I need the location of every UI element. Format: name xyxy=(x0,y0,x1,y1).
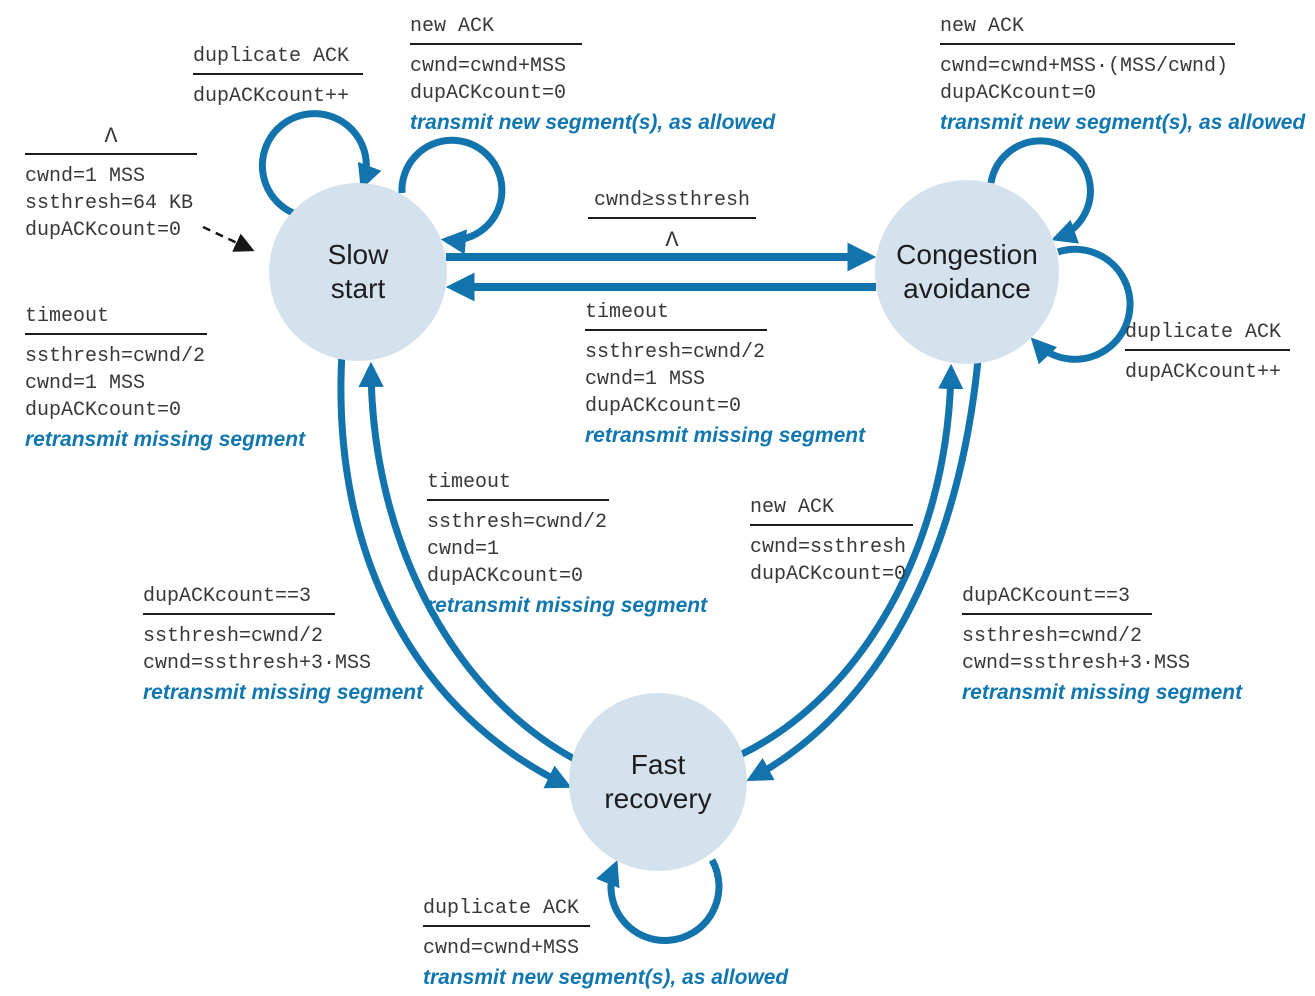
state-line: avoidance xyxy=(903,273,1031,304)
arrow-congestion-avoidance-to-fast-recovery xyxy=(746,359,982,782)
action-text: dupACKcount=0 xyxy=(25,219,182,242)
action-text: Λ xyxy=(665,228,679,253)
event-text: duplicate ACK xyxy=(193,46,363,75)
self-loop-congestion-avoidance-duplicate-ack xyxy=(1030,245,1134,365)
event-text: cwnd≥ssthresh xyxy=(588,190,756,219)
action-text: cwnd=ssthresh xyxy=(750,536,907,559)
label-cwnd-ge-ssthresh: cwnd≥ssthresh Λ xyxy=(588,190,756,254)
action-text: ssthresh=cwnd/2 xyxy=(25,345,206,368)
self-loop-congestion-avoidance-new-ack xyxy=(987,137,1094,244)
arrow-fast-recovery-to-slow-start xyxy=(358,361,582,766)
action-text: dupACKcount++ xyxy=(193,85,350,108)
action-text: ssthresh=64 KB xyxy=(25,192,194,215)
state-line: Fast xyxy=(630,749,686,780)
state-line: Slow xyxy=(327,239,389,270)
self-loop-slow-start-duplicate-ack xyxy=(258,110,382,217)
self-loop-slow-start-new-ack xyxy=(398,136,506,255)
state-circle-slow-start xyxy=(269,183,447,361)
label-ca-dupackcount3: dupACKcount==3 ssthresh=cwnd/2 cwnd=ssth… xyxy=(962,586,1243,706)
state-circle-congestion-avoidance xyxy=(875,180,1059,364)
state-line: start xyxy=(330,273,386,304)
note-text: transmit new segment(s), as allowed xyxy=(410,111,776,134)
event-text: timeout xyxy=(427,472,609,501)
action-text: dupACKcount=0 xyxy=(25,399,182,422)
note-text: retransmit missing segment xyxy=(25,428,306,451)
event-text: duplicate ACK xyxy=(423,898,590,927)
note-text: transmit new segment(s), as allowed xyxy=(423,966,789,989)
action-text: ssthresh=cwnd/2 xyxy=(962,625,1143,648)
label-initial-lambda: Λ cwnd=1 MSS ssthresh=64 KB dupACKcount=… xyxy=(25,126,197,244)
action-text: dupACKcount=0 xyxy=(410,82,567,105)
action-text: ssthresh=cwnd/2 xyxy=(143,625,324,648)
action-text: cwnd=1 MSS xyxy=(25,165,146,188)
event-text: duplicate ACK xyxy=(1125,322,1290,351)
note-text: retransmit missing segment xyxy=(585,424,866,447)
event-text: new ACK xyxy=(410,16,582,45)
action-text: cwnd=cwnd+MSS xyxy=(410,55,567,78)
label-fr-duplicate-ack: duplicate ACK cwnd=cwnd+MSS transmit new… xyxy=(423,898,789,991)
label-fr-timeout: timeout ssthresh=cwnd/2 cwnd=1 dupACKcou… xyxy=(427,472,708,619)
state-circle-fast-recovery xyxy=(569,693,747,871)
action-text: cwnd=1 MSS xyxy=(585,368,706,391)
label-ss-dupackcount3: dupACKcount==3 ssthresh=cwnd/2 cwnd=ssth… xyxy=(143,586,424,706)
action-text: cwnd=ssthresh+3·MSS xyxy=(962,652,1191,675)
state-label-fast-recovery: Fast recovery xyxy=(588,748,728,816)
action-text: cwnd=1 xyxy=(427,538,500,561)
state-line: Congestion xyxy=(896,239,1038,270)
action-text: dupACKcount=0 xyxy=(940,82,1097,105)
action-text: ssthresh=cwnd/2 xyxy=(427,511,608,534)
action-text: dupACKcount=0 xyxy=(750,563,907,586)
label-ss-duplicate-ack: duplicate ACK dupACKcount++ xyxy=(193,46,363,110)
event-text: new ACK xyxy=(940,16,1235,45)
event-text: dupACKcount==3 xyxy=(962,586,1152,615)
note-text: retransmit missing segment xyxy=(427,594,708,617)
arrow-slow-start-to-fast-recovery xyxy=(337,351,572,789)
action-text: cwnd=1 MSS xyxy=(25,372,146,395)
action-text: dupACKcount++ xyxy=(1125,361,1282,384)
note-text: retransmit missing segment xyxy=(143,681,424,704)
event-text: timeout xyxy=(585,302,767,331)
label-ss-timeout: timeout ssthresh=cwnd/2 cwnd=1 MSS dupAC… xyxy=(25,306,306,453)
label-fr-new-ack: new ACK cwnd=ssthresh dupACKcount=0 xyxy=(750,497,913,588)
arrow-fast-recovery-to-congestion-avoidance xyxy=(738,363,964,759)
note-text: transmit new segment(s), as allowed xyxy=(940,111,1306,134)
action-text: dupACKcount=0 xyxy=(427,565,584,588)
state-line: recovery xyxy=(604,783,712,814)
action-text: cwnd=cwnd+MSS·(MSS/cwnd) xyxy=(940,55,1229,78)
action-text: cwnd=cwnd+MSS xyxy=(423,937,580,960)
state-label-slow-start: Slow start xyxy=(288,238,428,306)
action-text: ssthresh=cwnd/2 xyxy=(585,341,766,364)
label-ca-duplicate-ack: duplicate ACK dupACKcount++ xyxy=(1125,322,1290,386)
action-text: dupACKcount=0 xyxy=(585,395,742,418)
initial-entry-dashed-arrow xyxy=(202,225,255,252)
note-text: retransmit missing segment xyxy=(962,681,1243,704)
label-ss-new-ack: new ACK cwnd=cwnd+MSS dupACKcount=0 tran… xyxy=(410,16,776,136)
event-text: dupACKcount==3 xyxy=(143,586,335,615)
state-label-congestion-avoidance: Congestion avoidance xyxy=(877,238,1057,306)
action-text: cwnd=ssthresh+3·MSS xyxy=(143,652,372,675)
event-text: new ACK xyxy=(750,497,913,526)
event-text: timeout xyxy=(25,306,207,335)
self-loop-fast-recovery-duplicate-ack xyxy=(596,858,723,944)
label-ca-new-ack: new ACK cwnd=cwnd+MSS·(MSS/cwnd) dupACKc… xyxy=(940,16,1306,136)
label-ca-timeout: timeout ssthresh=cwnd/2 cwnd=1 MSS dupAC… xyxy=(585,302,866,449)
event-text: Λ xyxy=(25,126,197,155)
